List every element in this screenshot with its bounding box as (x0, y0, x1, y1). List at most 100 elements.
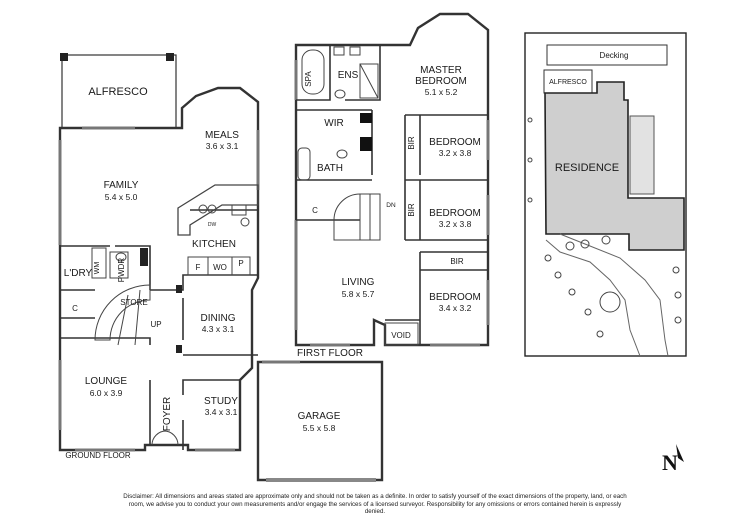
dishwasher-label: DW (208, 222, 217, 228)
first-floor-plan: SPA ENS MASTER BEDROOM 5.1 x 5.2 WIR BIR… (294, 12, 490, 359)
bedroom-label: BEDROOM (429, 137, 481, 148)
bedroom-size: 3.4 x 3.2 (439, 303, 472, 313)
alfresco-label: ALFRESCO (88, 86, 148, 98)
wir-block (360, 113, 372, 123)
toilet (334, 89, 346, 99)
living-size: 5.8 x 5.7 (342, 289, 375, 299)
shrub (584, 308, 592, 316)
bedroom-label: BEDROOM (429, 208, 481, 219)
ground-floor-outline (58, 86, 260, 452)
tree (599, 291, 621, 313)
shrub (554, 271, 562, 279)
cupboard-label: C (72, 304, 78, 313)
down-label: DN (386, 202, 396, 209)
laundry-label: L'DRY (64, 268, 93, 279)
toilet (115, 252, 127, 262)
interior-walls (60, 209, 258, 450)
master-size: 5.1 x 5.2 (425, 87, 458, 97)
sink (198, 204, 208, 214)
spa-bath (301, 49, 325, 95)
foyer-label: FOYER (162, 397, 173, 431)
spa-label: SPA (304, 71, 313, 87)
basin (333, 46, 345, 56)
pantry-label: P (238, 259, 243, 268)
powder-label: PWDR (117, 258, 126, 283)
bir-label: BIR (450, 257, 464, 266)
site-boundary (524, 32, 687, 357)
master-label-line1: MASTER (420, 65, 462, 76)
ground-floor-label: GROUND FLOOR (65, 451, 131, 460)
bedroom-size: 3.2 x 3.8 (439, 219, 472, 229)
washing-machine (91, 247, 107, 279)
disclaimer-text: Disclaimer: All dimensions and areas sta… (123, 493, 627, 516)
wir-label: WIR (324, 118, 343, 129)
shrub (674, 316, 682, 324)
spiral-stair (94, 284, 151, 341)
stair-tread (117, 294, 129, 346)
kitchen-label: KITCHEN (192, 239, 236, 250)
shrub (565, 241, 575, 251)
basin-cabinet (140, 248, 148, 266)
void-label: VOID (391, 331, 411, 340)
ground-floor-plan: ALFRESCO MEALS 3.6 x 3.1 FAMILY 5.4 x 5.… (58, 53, 260, 460)
cooktop (231, 204, 247, 216)
bedroom-label: BEDROOM (429, 292, 481, 303)
family-label: FAMILY (104, 180, 139, 191)
basin (349, 46, 361, 56)
stair (333, 193, 381, 241)
bir-label: BIR (407, 136, 416, 150)
shrub (527, 117, 533, 123)
pool (629, 115, 655, 195)
study-label: STUDY (204, 396, 238, 407)
meals-size: 3.6 x 3.1 (206, 141, 239, 151)
garage-label: GARAGE (298, 411, 341, 422)
column (176, 345, 182, 353)
north-arrow-icon (676, 444, 684, 462)
shrub (601, 235, 611, 245)
shrub (544, 254, 552, 262)
bir-label: BIR (407, 203, 416, 217)
dining-size: 4.3 x 3.1 (202, 324, 235, 334)
column (176, 285, 182, 293)
sink (207, 204, 217, 214)
up-label: UP (150, 320, 161, 329)
powder-room (109, 251, 129, 279)
master-label-line2: BEDROOM (415, 76, 467, 87)
shower-glass (359, 63, 379, 99)
decking (546, 44, 668, 66)
site-alfresco-label: ALFRESCO (549, 79, 587, 86)
living-label: LIVING (342, 277, 375, 288)
void-box (384, 322, 419, 346)
bath-label: BATH (317, 163, 343, 174)
site-plan: Decking ALFRESCO RESIDENCE (524, 32, 687, 357)
wm-label: WM (94, 262, 101, 275)
pantry (231, 256, 251, 276)
bath-vanity (360, 137, 372, 151)
shrub (580, 239, 590, 249)
shrub (672, 266, 680, 274)
garage-plan: GARAGE 5.5 x 5.8 (256, 360, 384, 482)
entry-door-swing (151, 430, 179, 446)
shrub (527, 157, 533, 163)
dining-label: DINING (201, 313, 236, 324)
garden-bed-edge (559, 233, 669, 357)
bedroom-size: 3.2 x 3.8 (439, 148, 472, 158)
shrub (674, 291, 682, 299)
study-size: 3.4 x 3.1 (205, 407, 238, 417)
lounge-label: LOUNGE (85, 376, 128, 387)
north-letter: N (662, 450, 678, 475)
shrub (568, 288, 576, 296)
kitchen-island (177, 184, 259, 236)
garage-size: 5.5 x 5.8 (303, 423, 336, 433)
first-floor-outline (294, 12, 490, 347)
wall-oven-label: WO (213, 263, 227, 272)
stair-tread (134, 289, 141, 346)
first-floor-label: FIRST FLOOR (297, 348, 363, 359)
family-size: 5.4 x 5.0 (105, 192, 138, 202)
shrub (596, 330, 604, 338)
cooktop-burner (240, 217, 250, 227)
north-arrow: N (662, 444, 684, 475)
alfresco-post (60, 53, 68, 61)
meals-label: MEALS (205, 130, 239, 141)
